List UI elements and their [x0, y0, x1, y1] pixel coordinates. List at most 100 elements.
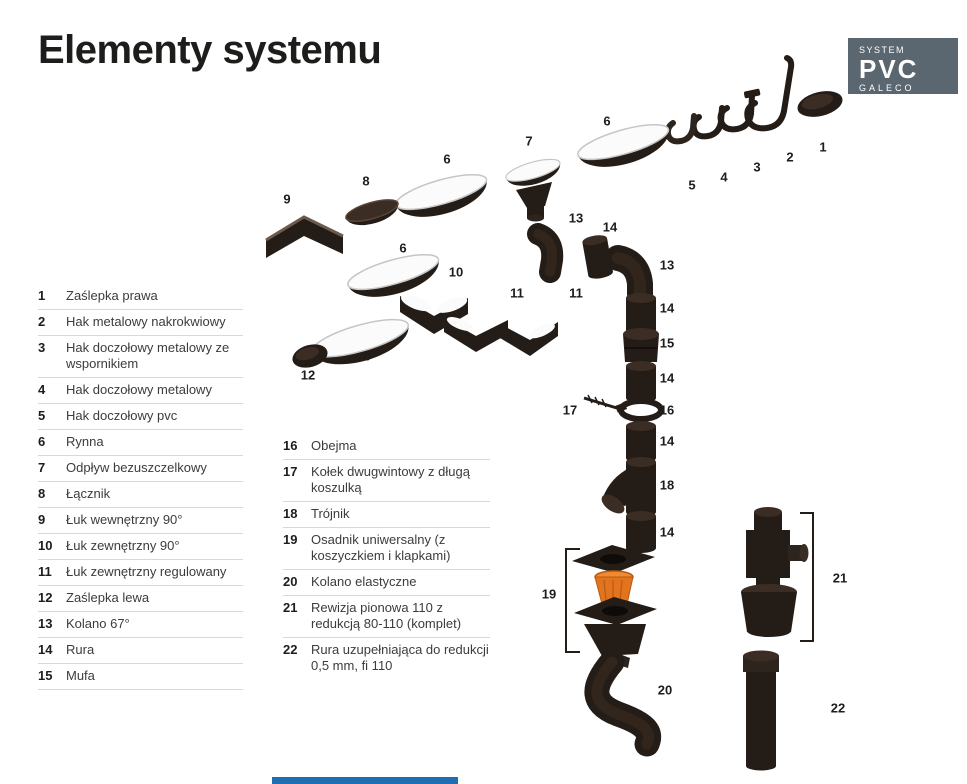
diagram-label: 11: [569, 285, 583, 301]
legend-item-number: 1: [38, 288, 46, 303]
diagram-label: 21: [832, 570, 848, 586]
legend-item-number: 12: [38, 590, 53, 605]
bracket-21: [800, 512, 814, 642]
brand-badge-subname: GALECO: [859, 83, 915, 93]
diagram-label: 4: [720, 169, 728, 185]
legend-item-number: 6: [38, 434, 46, 449]
legend-item-label: Łuk wewnętrzny 90°: [66, 512, 183, 527]
part-end-cap-left-12: [292, 344, 328, 368]
legend-item-label: Rura: [66, 642, 95, 657]
part-hook-metal-4: [690, 105, 725, 140]
diagram-label: 17: [562, 402, 578, 418]
part-pipe-14e: [626, 511, 656, 553]
diagram-label: 22: [830, 700, 846, 716]
legend-item-label: Hak doczołowy metalowy ze wspornikiem: [66, 340, 230, 371]
brand-badge-name: PVC: [859, 54, 919, 84]
legend-item-number: 3: [38, 340, 46, 355]
part-clamp-16: [615, 398, 664, 422]
diagram-label: 12: [300, 367, 316, 383]
legend-item: 17 Kołek dwugwintowy z długą koszulką: [283, 460, 490, 502]
page-title: Elementy systemu: [38, 28, 382, 72]
legend-item-number: 10: [38, 538, 53, 553]
diagram-label: 6: [443, 151, 451, 167]
part-flex-elbow-20: [584, 649, 662, 757]
part-adjustable-corner-11a: [444, 317, 508, 352]
legend-item-label: Hak doczołowy pvc: [66, 408, 178, 423]
legend-item-number: 2: [38, 314, 46, 329]
legend-item-number: 4: [38, 382, 46, 397]
diagram-label: 13: [568, 210, 584, 226]
legend-item-label: Kolano elastyczne: [311, 574, 417, 589]
part-elbow-13b: [605, 245, 653, 307]
part-hook-metal-rafter-2: [744, 55, 795, 132]
legend-item-number: 16: [283, 438, 298, 453]
legend-item-label: Trójnik: [311, 506, 350, 521]
legend-item-label: Łuk zewnętrzny 90°: [66, 538, 180, 553]
part-revision-21: [741, 507, 809, 637]
diagram-label: 19: [541, 586, 557, 602]
legend-item: 14 Rura: [38, 638, 243, 664]
part-gutter-6d: [311, 318, 410, 365]
legend-item: 5 Hak doczołowy pvc: [38, 404, 243, 430]
part-tee-18: [601, 457, 656, 517]
diagram-label: 8: [362, 173, 370, 189]
legend-item-number: 11: [38, 564, 52, 579]
part-inner-corner-9: [265, 215, 344, 258]
legend-item: 1 Zaślepka prawa: [38, 284, 243, 310]
diagram-label: 9: [283, 191, 291, 207]
diagram-label: 20: [657, 682, 673, 698]
brand-badge-system: SYSTEM: [859, 45, 906, 55]
legend-item-label: Zaślepka lewa: [66, 590, 150, 605]
legend-item: 7 Odpływ bezuszczelkowy: [38, 456, 243, 482]
part-end-cap-right-1: [797, 91, 843, 117]
diagram-label: 14: [659, 300, 675, 316]
legend-item-number: 15: [38, 668, 53, 683]
legend-item: 11 Łuk zewnętrzny regulowany: [38, 560, 243, 586]
diagram-label: 1: [819, 139, 827, 155]
legend-item-label: Łącznik: [66, 486, 111, 501]
legend-item: 2 Hak metalowy nakrokwiowy: [38, 310, 243, 336]
part-gutter-6c: [347, 253, 440, 297]
part-pipe-22: [743, 650, 779, 771]
legend-item-label: Łuk zewnętrzny regulowany: [66, 564, 227, 579]
legend-item-number: 20: [283, 574, 298, 589]
diagram-label: 14: [602, 219, 618, 235]
legend-item-number: 19: [283, 532, 298, 547]
diagram-label: 11: [510, 285, 524, 301]
legend-item-label: Hak metalowy nakrokwiowy: [66, 314, 226, 329]
legend-item-number: 14: [38, 642, 53, 657]
legend-item: 4 Hak doczołowy metalowy: [38, 378, 243, 404]
part-coupler-15: [623, 328, 659, 362]
legend-item-number: 9: [38, 512, 46, 527]
legend-item-label: Hak doczołowy metalowy: [66, 382, 212, 397]
legend-item-label: Mufa: [66, 668, 95, 683]
part-pipe-14c: [626, 361, 656, 403]
legend-item: 20 Kolano elastyczne: [283, 570, 490, 596]
diagram-label: 7: [525, 133, 533, 149]
diagram-label: 5: [688, 177, 696, 193]
legend-item: 16 Obejma: [283, 434, 490, 460]
legend-item: 13 Kolano 67°: [38, 612, 243, 638]
legend-item-number: 22: [283, 642, 298, 657]
diagram-label: 18: [659, 477, 675, 493]
diagram-label: 14: [659, 433, 675, 449]
legend-item: 18 Trójnik: [283, 502, 490, 528]
legend-item: 21 Rewizja pionowa 110 z redukcją 80-110…: [283, 596, 490, 638]
legend-item-label: Osadnik uniwersalny (z koszyczkiem i kla…: [311, 532, 451, 563]
legend-item: 3 Hak doczołowy metalowy ze wspornikiem: [38, 336, 243, 378]
legend-item-number: 17: [283, 464, 298, 479]
diagram-label: 6: [603, 113, 611, 129]
diagram-label: 2: [786, 149, 794, 165]
legend-item-label: Zaślepka prawa: [66, 288, 158, 303]
diagram-label: 14: [659, 370, 675, 386]
legend-item-label: Kołek dwugwintowy z długą koszulką: [311, 464, 470, 495]
part-drain-19: [572, 545, 657, 668]
legend-item-number: 5: [38, 408, 46, 423]
diagram-label: 14: [659, 524, 675, 540]
part-gutter-6b: [395, 173, 488, 217]
legend-item: 8 Łącznik: [38, 482, 243, 508]
part-pipe-14a: [582, 235, 613, 279]
part-hook-pvc-5: [664, 113, 697, 145]
diagram-label: 6: [363, 348, 371, 364]
